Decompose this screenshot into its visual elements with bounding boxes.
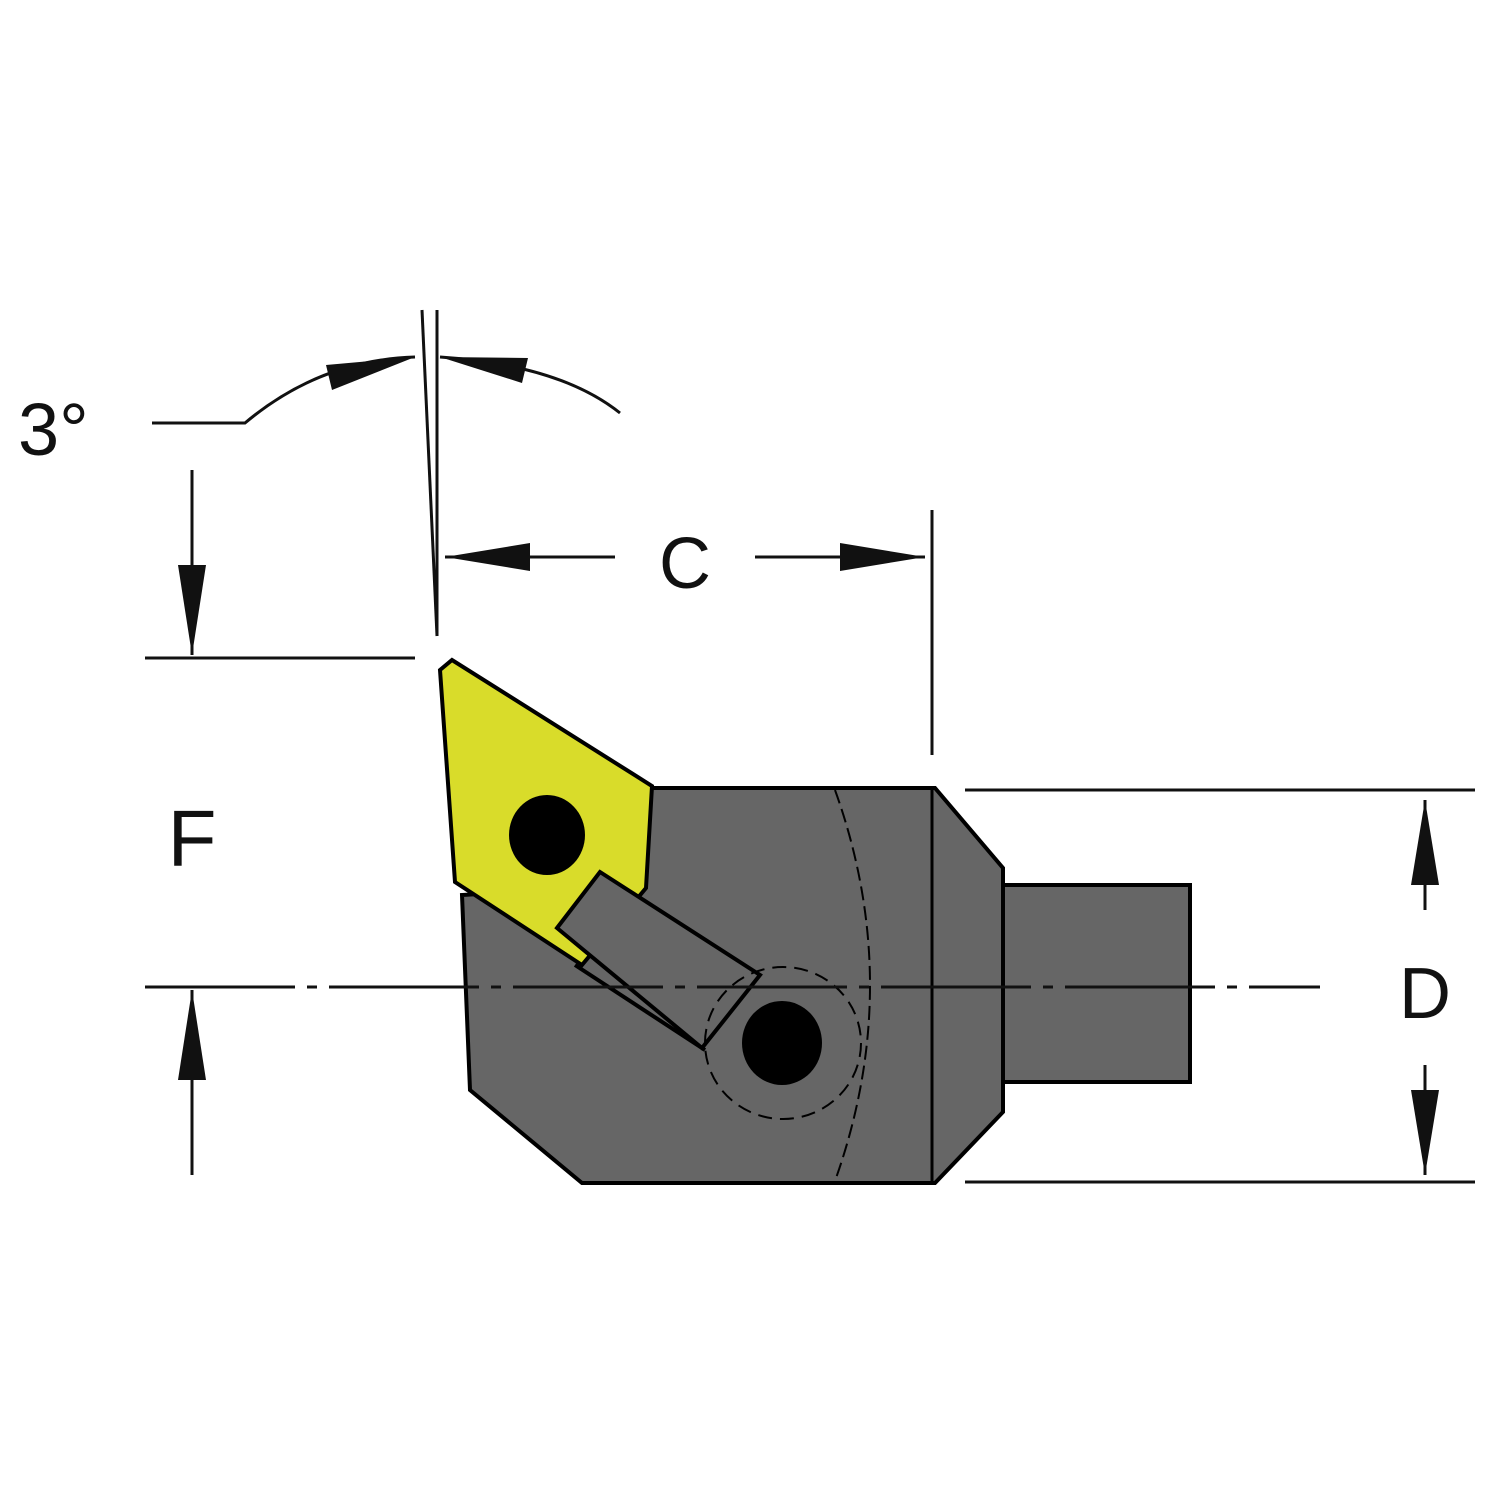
f-label: F [168, 794, 217, 883]
clamp-edge [573, 963, 707, 1052]
c-label: C [659, 524, 711, 604]
dashed-bore-arc [834, 789, 871, 1182]
angle-leader-left [152, 355, 416, 425]
arrowhead-icon [445, 543, 530, 571]
screw-seat-dashed [704, 966, 862, 1120]
clamp-screw-icon [742, 1001, 822, 1085]
angle-label: 3° [18, 388, 89, 471]
arrowhead-icon [178, 565, 206, 655]
insert-hole-icon [509, 795, 585, 875]
arrowhead-icon [1411, 800, 1439, 885]
arrowhead-icon [440, 357, 528, 383]
arrowhead-icon [1411, 1090, 1439, 1175]
d-label: D [1399, 954, 1451, 1034]
holder-shank [1001, 883, 1192, 1084]
arrowhead-icon [326, 357, 415, 390]
arrowhead-icon [178, 990, 206, 1080]
arrowhead-icon [840, 543, 925, 571]
rake-line [420, 309, 439, 637]
